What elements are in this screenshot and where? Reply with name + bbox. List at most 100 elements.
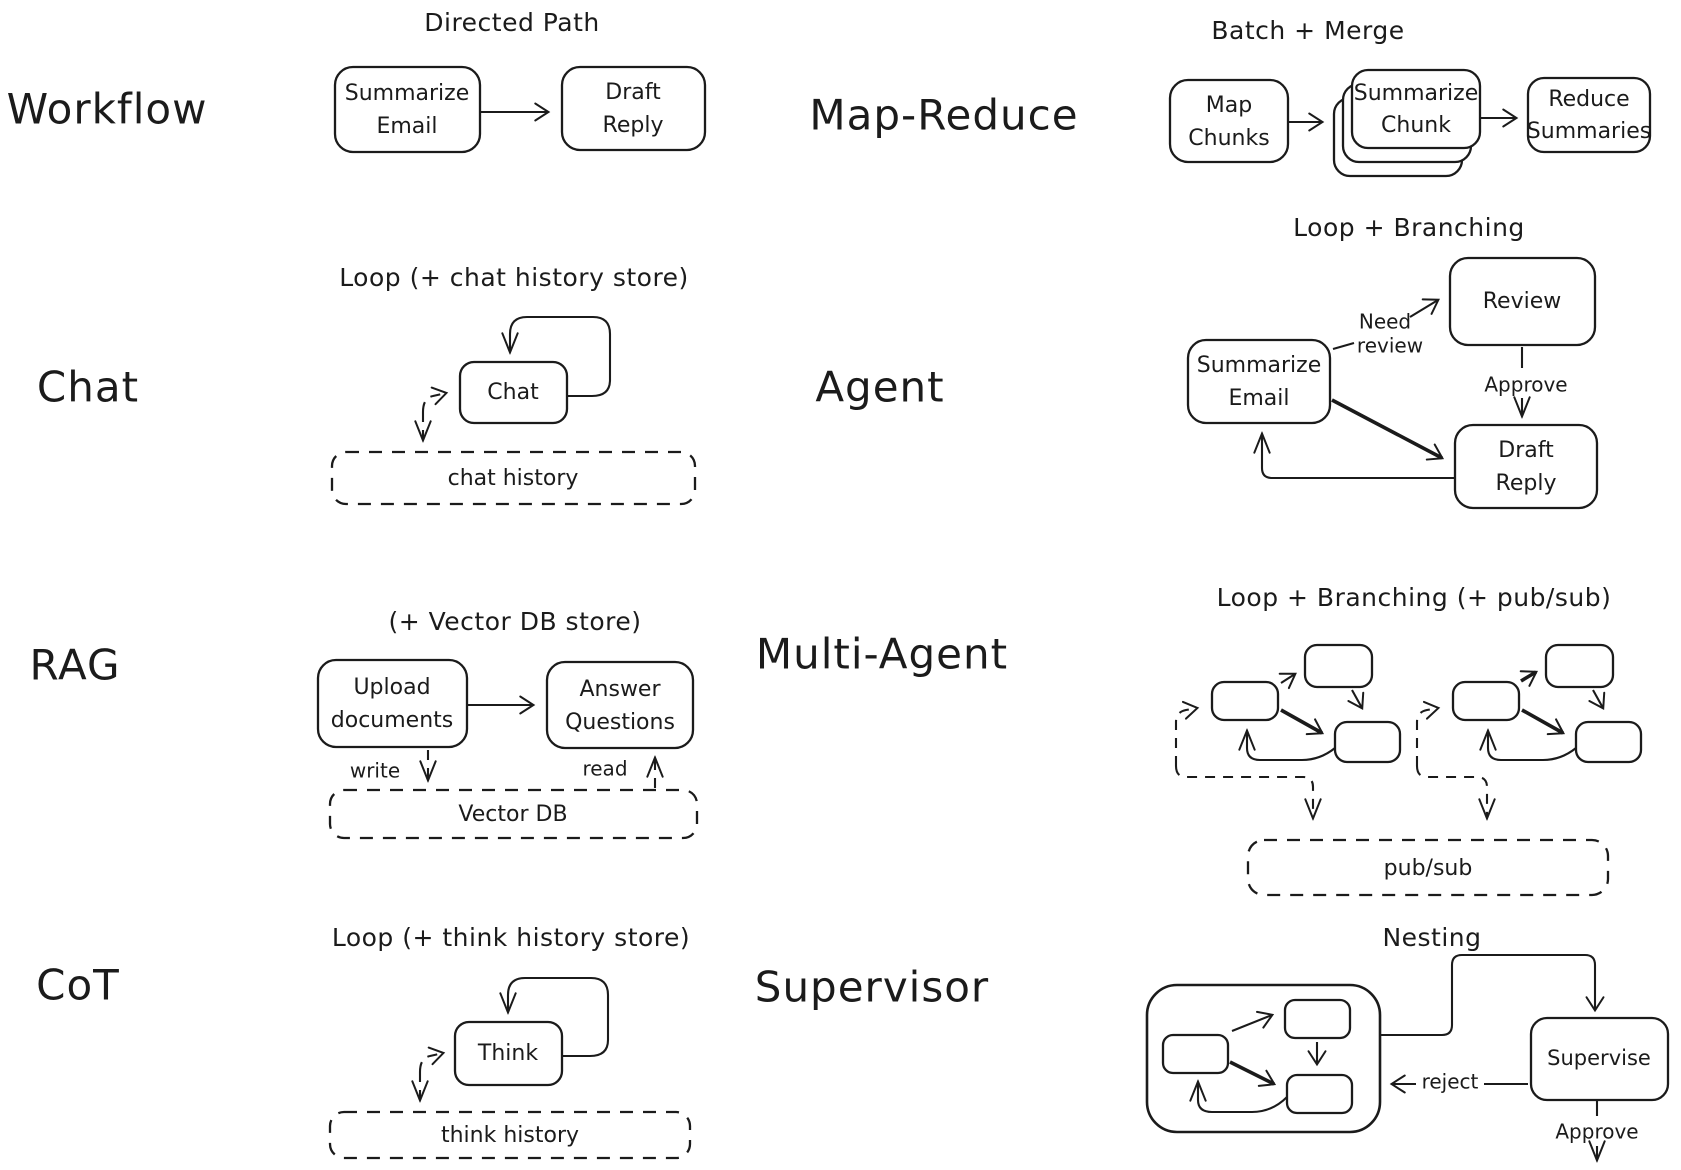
multiagent-c2-entry-dashed-arrow bbox=[1415, 700, 1441, 766]
workflow-node-draft-reply-line1: Draft bbox=[605, 80, 661, 105]
agent-node-summarize-email-line2: Email bbox=[1228, 386, 1289, 411]
mapreduce-title: Batch + Merge bbox=[1211, 16, 1404, 45]
rag-node-upload-documents-line1: Upload bbox=[353, 675, 430, 700]
cot-node bbox=[453, 1020, 564, 1087]
rag-vector-db-store-text: Vector DB bbox=[458, 802, 567, 827]
cot-self-loop-arrow bbox=[508, 976, 610, 1058]
rag-label: RAG bbox=[29, 641, 120, 690]
agent-node-summarize-email-line1: Summarize bbox=[1197, 353, 1322, 378]
multiagent-c1-arrow-left-top bbox=[1278, 672, 1297, 690]
rag-vector-db-store bbox=[328, 788, 699, 840]
multiagent-pubsub-store bbox=[1246, 838, 1610, 897]
workflow-node-summarize-email-line2: Email bbox=[376, 114, 437, 139]
multiagent-c1-pubsub-dashed-arrow bbox=[1174, 765, 1313, 818]
multiagent-c2-pubsub-dashed-arrow bbox=[1415, 765, 1487, 818]
section-multiagent: Multi-Agent Loop + Branching (+ pub/sub) bbox=[756, 583, 1643, 897]
rag-node-answer-questions-line2: Questions bbox=[565, 710, 675, 735]
multiagent-c2-left-node bbox=[1451, 680, 1521, 722]
cot-history-store bbox=[328, 1110, 692, 1160]
workflow-node-draft-reply bbox=[560, 65, 707, 152]
supervisor-nested-container bbox=[1145, 983, 1382, 1134]
agent-node-summarize-email bbox=[1186, 338, 1332, 425]
cot-history-store-text: think history bbox=[441, 1123, 579, 1148]
agent-need-review-connector bbox=[1332, 341, 1355, 351]
multiagent-c2-loop-back-arrow bbox=[1488, 731, 1577, 762]
multiagent-c1-loop-back-arrow bbox=[1247, 731, 1336, 762]
chat-history-store-text: chat history bbox=[448, 466, 579, 491]
workflow-node-summarize-email-line1: Summarize bbox=[345, 81, 470, 106]
agent-title: Loop + Branching bbox=[1293, 213, 1525, 242]
supervisor-node-supervise-text: Supervise bbox=[1547, 1046, 1651, 1070]
agent-node-draft-reply-line1: Draft bbox=[1498, 438, 1554, 463]
supervisor-inner-arrow-left-bottom bbox=[1229, 1060, 1277, 1087]
agent-node-review-text: Review bbox=[1483, 289, 1562, 314]
rag-write-label: write bbox=[350, 759, 400, 783]
workflow-node-draft-reply-line2: Reply bbox=[603, 113, 664, 138]
mapreduce-node-map-chunks-line2: Chunks bbox=[1188, 126, 1269, 151]
cot-history-read-arrow bbox=[418, 1046, 446, 1073]
chat-history-read-arrow bbox=[421, 386, 449, 413]
supervisor-inner-bottom-node bbox=[1285, 1073, 1354, 1115]
agent-node-draft-reply-line2: Reply bbox=[1496, 471, 1557, 496]
rag-node-answer-questions-line1: Answer bbox=[579, 677, 661, 702]
workflow-label: Workflow bbox=[7, 85, 208, 134]
multiagent-c2-arrow-left-top bbox=[1519, 670, 1538, 687]
section-rag: RAG (+ Vector DB store) Upload documents… bbox=[29, 607, 699, 840]
chat-self-loop-arrow bbox=[510, 315, 612, 398]
workflow-node-summarize-email bbox=[333, 65, 482, 154]
rag-node-upload-documents-line2: documents bbox=[331, 708, 453, 733]
cot-title: Loop (+ think history store) bbox=[332, 923, 690, 952]
supervisor-container-to-supervise-arrow bbox=[1380, 953, 1605, 1037]
agent-node-review bbox=[1448, 256, 1597, 347]
agent-draft-arrow bbox=[1331, 398, 1445, 461]
supervisor-inner-arrow-left-top bbox=[1231, 1010, 1275, 1032]
mapreduce-node-reduce-summaries-line1: Reduce bbox=[1548, 87, 1629, 112]
multiagent-cluster-1 bbox=[1174, 643, 1402, 818]
multiagent-c2-bottom-node bbox=[1574, 720, 1643, 764]
agent-need-review-label-line1: Need bbox=[1359, 310, 1411, 334]
mapreduce-node-summarize-chunk bbox=[1350, 68, 1482, 150]
chat-history-store bbox=[330, 450, 697, 506]
rag-title: (+ Vector DB store) bbox=[388, 607, 641, 636]
mapreduce-node-map-chunks-line1: Map bbox=[1206, 93, 1252, 118]
cot-label: CoT bbox=[36, 961, 120, 1010]
supervisor-label: Supervisor bbox=[755, 963, 989, 1012]
supervisor-approve-label: Approve bbox=[1555, 1120, 1638, 1144]
rag-node-answer-questions bbox=[545, 660, 695, 750]
agent-loop-back-arrow bbox=[1262, 434, 1455, 480]
agent-node-draft-reply bbox=[1453, 423, 1599, 510]
multiagent-c1-left-node bbox=[1210, 680, 1280, 722]
cot-node-text: Think bbox=[477, 1041, 538, 1066]
mapreduce-node-reduce-summaries-line2: Summaries bbox=[1527, 119, 1651, 144]
section-mapreduce: Map-Reduce Batch + Merge Map Chunks Summ… bbox=[809, 16, 1651, 178]
multiagent-label: Multi-Agent bbox=[756, 630, 1008, 679]
mapreduce-label: Map-Reduce bbox=[809, 91, 1078, 140]
section-cot: CoT Loop (+ think history store) Think t… bbox=[36, 923, 692, 1160]
supervisor-inner-left-node bbox=[1161, 1033, 1230, 1075]
agent-need-review-arrow bbox=[1409, 298, 1440, 318]
chat-label: Chat bbox=[37, 363, 139, 412]
section-chat: Chat Loop (+ chat history store) Chat ch… bbox=[37, 263, 697, 506]
chat-title: Loop (+ chat history store) bbox=[339, 263, 689, 292]
section-workflow: Workflow Directed Path Summarize Email D… bbox=[7, 8, 707, 154]
multiagent-c2-arrow-top-bottom bbox=[1588, 689, 1606, 711]
multiagent-title: Loop + Branching (+ pub/sub) bbox=[1217, 583, 1612, 612]
agent-label: Agent bbox=[815, 363, 944, 412]
supervisor-inner-top-node bbox=[1283, 998, 1352, 1040]
supervisor-node-supervise bbox=[1529, 1016, 1670, 1102]
chat-node-text: Chat bbox=[487, 380, 539, 405]
mapreduce-node-summarize-chunk-line1: Summarize bbox=[1354, 81, 1479, 106]
workflow-title: Directed Path bbox=[424, 8, 599, 37]
multiagent-c1-arrow-top-bottom bbox=[1347, 689, 1365, 711]
agent-need-review-label-line2: review bbox=[1357, 334, 1423, 358]
multiagent-c1-top-node bbox=[1303, 643, 1374, 689]
supervisor-title: Nesting bbox=[1382, 923, 1481, 952]
supervisor-reject-label: reject bbox=[1422, 1070, 1479, 1094]
multiagent-c1-arrow-left-bottom bbox=[1280, 708, 1325, 736]
mapreduce-node-map-chunks bbox=[1168, 78, 1290, 164]
multiagent-c1-bottom-node bbox=[1333, 720, 1402, 764]
section-supervisor: Supervisor Nesting Supervise reject Appr… bbox=[755, 923, 1670, 1160]
section-agent: Agent Loop + Branching Summarize Email R… bbox=[815, 213, 1599, 510]
